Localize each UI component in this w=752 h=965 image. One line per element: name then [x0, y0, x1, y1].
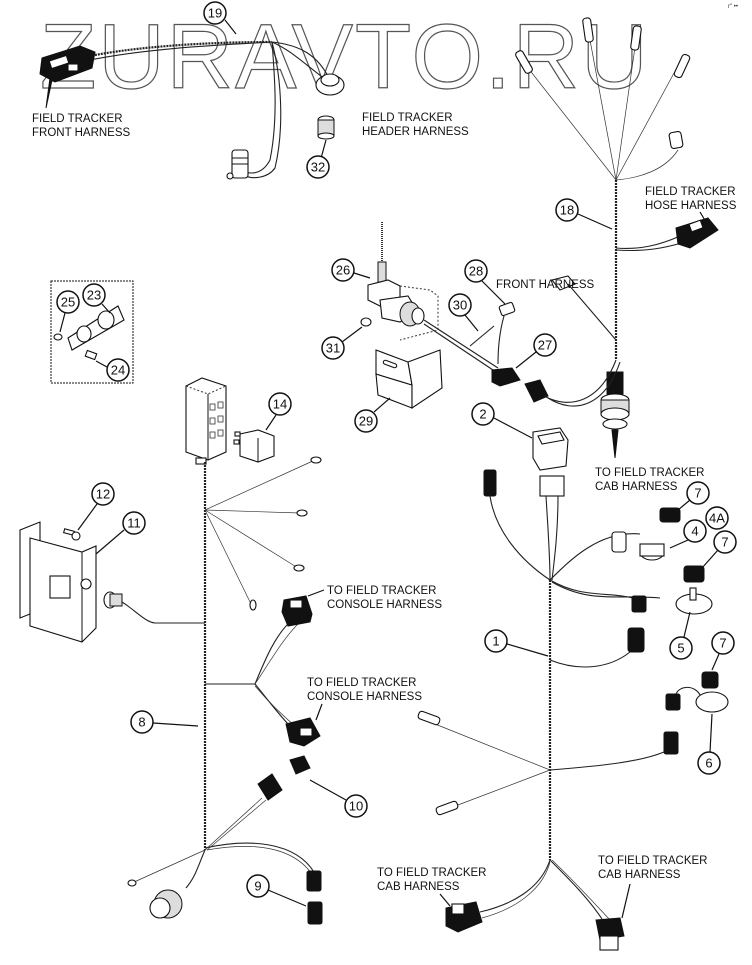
label-cab-harness-right-line2: CAB HARNESS — [598, 869, 681, 881]
callout-31: 31 — [321, 336, 345, 360]
callout-2: 2 — [471, 402, 495, 426]
svg-text:11: 11 — [127, 516, 141, 531]
svg-text:12: 12 — [96, 487, 110, 502]
label-front-harness-line1: FIELD TRACKER — [32, 113, 123, 125]
harness-8-assembly — [19, 377, 325, 925]
svg-text:18: 18 — [560, 203, 574, 218]
label-console-harness-1-line2: CONSOLE HARNESS — [327, 599, 442, 611]
svg-text:10: 10 — [349, 799, 363, 814]
front-harness-connector — [39, 45, 96, 109]
svg-text:7: 7 — [721, 535, 728, 550]
svg-text:28: 28 — [469, 264, 483, 279]
label-cab-harness-left-line2: CAB HARNESS — [377, 881, 460, 893]
callout-12: 12 — [91, 482, 115, 506]
label-header-harness-line1: FIELD TRACKER — [362, 112, 453, 124]
svg-text:26: 26 — [336, 263, 350, 278]
callout-7-bottom: 7 — [711, 631, 735, 655]
harness-1-assembly — [417, 427, 729, 951]
callout-11: 11 — [122, 511, 146, 535]
label-hose-harness-line2: HOSE HARNESS — [645, 200, 737, 212]
callout-18: 18 — [555, 198, 579, 222]
label-console-harness-2-line2: CONSOLE HARNESS — [307, 691, 422, 703]
callout-25: 25 — [56, 290, 80, 314]
label-console-harness-1-line1: TO FIELD TRACKER — [327, 585, 437, 597]
label-header-harness-line2: HEADER HARNESS — [362, 126, 469, 138]
callout-24: 24 — [106, 358, 130, 382]
watermark: ZURAVTO.RU — [40, 6, 650, 108]
callout-23: 23 — [82, 283, 106, 307]
callout-7-top: 7 — [686, 481, 710, 505]
callout-1: 1 — [484, 629, 508, 653]
callout-4a: 4A — [705, 506, 729, 530]
svg-text:7: 7 — [694, 486, 701, 501]
hose-harness-connector — [675, 217, 719, 249]
callout-29: 29 — [354, 409, 378, 433]
svg-text:8: 8 — [138, 715, 145, 730]
svg-text:23: 23 — [87, 288, 101, 303]
svg-text:29: 29 — [359, 414, 373, 429]
callout-27: 27 — [533, 333, 557, 357]
callout-30: 30 — [448, 293, 472, 317]
cab-harness-connector-round — [600, 371, 630, 459]
callout-19: 19 — [203, 1, 227, 25]
svg-text:14: 14 — [273, 397, 287, 412]
solenoid-valve-assembly — [360, 222, 621, 410]
callout-5: 5 — [669, 636, 693, 660]
hose-harness-assembly — [515, 17, 719, 459]
label-cab-harness-upper-line1: TO FIELD TRACKER — [595, 467, 705, 479]
label-front-harness-mid: FRONT HARNESS — [496, 279, 595, 291]
svg-text:4A: 4A — [709, 511, 725, 526]
callout-32: 32 — [306, 155, 330, 179]
label-cab-harness-left-line1: TO FIELD TRACKER — [377, 867, 487, 879]
callout-7-mid: 7 — [713, 530, 737, 554]
callout-28: 28 — [464, 259, 488, 283]
label-console-harness-2-line1: TO FIELD TRACKER — [307, 677, 417, 689]
svg-text:30: 30 — [453, 298, 467, 313]
svg-text:27: 27 — [538, 338, 552, 353]
svg-text:31: 31 — [326, 341, 340, 356]
svg-text:1: 1 — [492, 634, 499, 649]
callout-9: 9 — [246, 874, 270, 898]
label-cab-harness-upper-line2: CAB HARNESS — [595, 481, 678, 493]
callout-26: 26 — [331, 258, 355, 282]
svg-text:25: 25 — [61, 295, 75, 310]
svg-text:24: 24 — [111, 363, 125, 378]
svg-text:32: 32 — [311, 160, 325, 175]
svg-text:19: 19 — [208, 6, 222, 21]
label-front-harness-line2: FRONT HARNESS — [32, 127, 131, 139]
callout-6: 6 — [697, 751, 721, 775]
small-sensor-right — [668, 131, 684, 149]
front-harness-assembly — [39, 40, 345, 180]
corner-mark: r" •• — [728, 4, 738, 10]
callout-8: 8 — [130, 710, 154, 734]
header-harness-connector — [315, 73, 345, 96]
callout-10: 10 — [344, 794, 368, 818]
callout-14: 14 — [268, 392, 292, 416]
svg-text:2: 2 — [479, 407, 486, 422]
label-hose-harness-line1: FIELD TRACKER — [645, 186, 736, 198]
svg-text:9: 9 — [254, 879, 261, 894]
svg-text:4: 4 — [691, 524, 698, 539]
sensor-plug — [226, 149, 249, 180]
svg-text:5: 5 — [677, 641, 684, 656]
callout-4: 4 — [683, 519, 707, 543]
cap-32 — [317, 115, 335, 140]
svg-text:6: 6 — [705, 756, 712, 771]
svg-text:7: 7 — [719, 636, 726, 651]
label-cab-harness-right-line1: TO FIELD TRACKER — [598, 855, 708, 867]
